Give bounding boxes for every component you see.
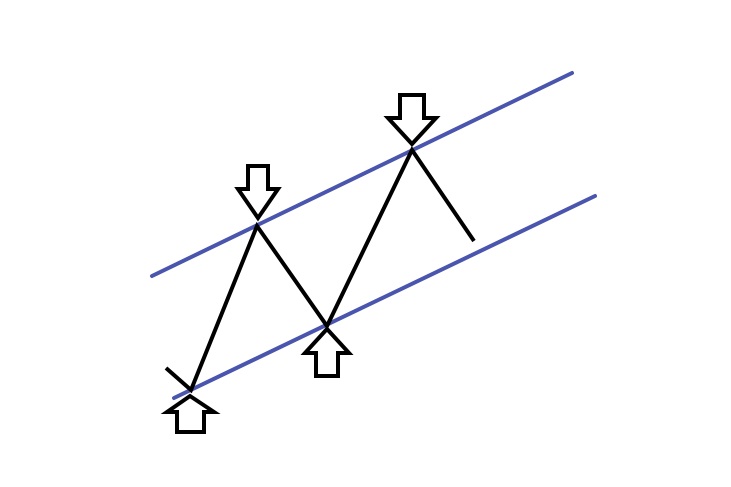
lower-channel-line xyxy=(172,194,597,400)
price-path-line xyxy=(164,146,476,394)
arrow-down-icon xyxy=(383,93,441,147)
arrow-down-icon xyxy=(234,164,282,222)
upper-channel-line xyxy=(150,71,574,278)
arrow-up-icon xyxy=(300,326,354,378)
arrow-up-icon xyxy=(160,393,221,434)
